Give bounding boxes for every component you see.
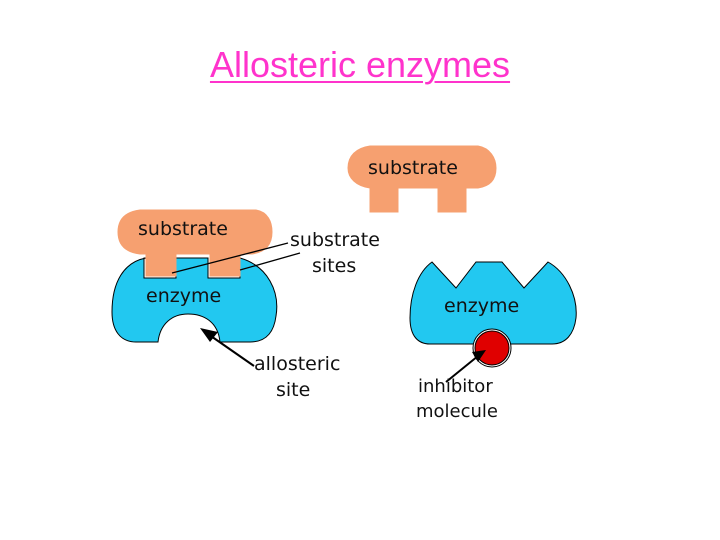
substrate-sites-label-line1: substrate <box>290 229 380 251</box>
inhibitor-molecule <box>474 330 510 366</box>
right-enzyme-complex: substrate enzyme inhibitor molecule <box>347 145 577 422</box>
right-substrate-shape <box>347 145 497 213</box>
allosteric-site-arrowhead <box>200 328 218 342</box>
allosteric-site-label-line1: allosteric <box>254 353 340 375</box>
left-substrate-shape <box>117 209 273 277</box>
inhibitor-arrow <box>445 355 479 383</box>
right-enzyme-label: enzyme <box>444 295 519 317</box>
page-title: Allosteric enzymes <box>209 44 511 85</box>
substrate-site-pointer-1 <box>171 242 289 274</box>
right-substrate-label: substrate <box>368 157 458 179</box>
allosteric-site-label-line2: site <box>276 379 310 401</box>
substrate-site-pointer-2 <box>239 252 301 271</box>
left-enzyme-shape <box>111 257 278 343</box>
left-enzyme-label: enzyme <box>146 285 221 307</box>
right-enzyme-shape <box>409 261 577 345</box>
left-enzyme-complex: enzyme substrate substrate sites alloste… <box>111 209 380 401</box>
left-substrate-label: substrate <box>138 218 228 240</box>
inhibitor-arrowhead <box>472 350 486 362</box>
inhibitor-label-line1: inhibitor <box>418 376 493 397</box>
substrate-sites-label-line2: sites <box>312 255 356 277</box>
allosteric-site-arrow <box>207 333 255 367</box>
inhibitor-label-line2: molecule <box>416 401 498 422</box>
